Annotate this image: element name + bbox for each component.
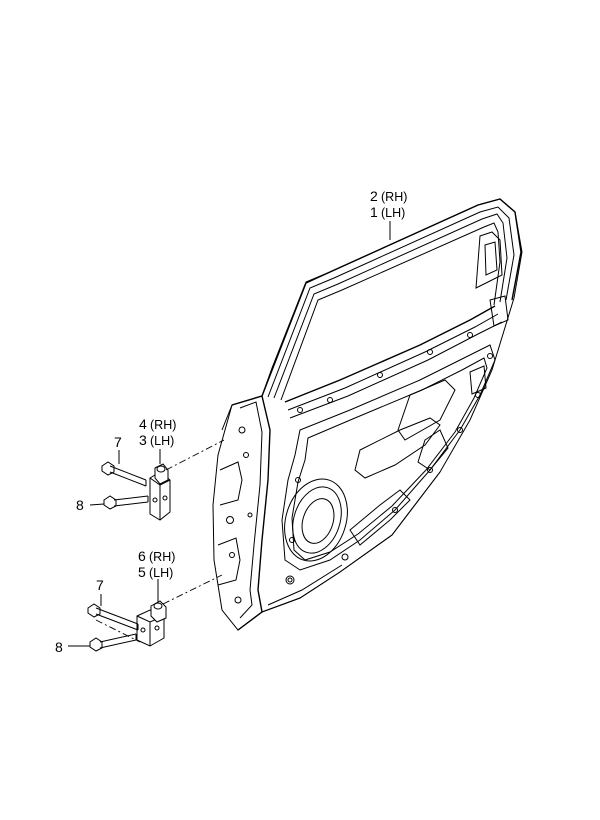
callout-side: (RH) xyxy=(381,190,407,204)
callout-number: 4 xyxy=(139,416,147,432)
leader-lines xyxy=(68,221,391,647)
callout-number: 1 xyxy=(370,204,378,220)
callout-lower-bolt-7: 7 xyxy=(96,577,104,593)
callout-lower-hinge-lh: 5 (LH) xyxy=(138,564,173,580)
lower-door-hinge xyxy=(136,600,167,647)
lower-hinge-bolt-7 xyxy=(87,603,139,631)
callout-side: (LH) xyxy=(149,566,173,580)
callout-side: (RH) xyxy=(150,418,176,432)
callout-lower-bolt-8: 8 xyxy=(55,639,63,655)
callout-side: (LH) xyxy=(381,206,405,220)
callout-number: 5 xyxy=(138,564,146,580)
callout-number: 6 xyxy=(138,548,146,564)
callout-side: (LH) xyxy=(150,434,174,448)
rear-door-panel xyxy=(212,198,523,631)
callout-lower-hinge-rh: 6 (RH) xyxy=(138,548,175,564)
callout-number: 3 xyxy=(139,432,147,448)
callout-number: 2 xyxy=(370,188,378,204)
lower-hinge-bolt-8 xyxy=(89,633,137,652)
callout-upper-hinge-lh: 3 (LH) xyxy=(139,432,174,448)
callout-side: (RH) xyxy=(149,550,175,564)
callout-upper-bolt-8: 8 xyxy=(76,497,84,513)
callout-upper-hinge-rh: 4 (RH) xyxy=(139,416,176,432)
callout-upper-bolt-7: 7 xyxy=(114,434,122,450)
upper-hinge-bolt-8 xyxy=(103,495,149,510)
upper-door-hinge xyxy=(149,463,171,521)
callout-door-rh: 2 (RH) xyxy=(370,188,407,204)
upper-hinge-bolt-7 xyxy=(101,461,147,487)
callout-door-lh: 1 (LH) xyxy=(370,204,405,220)
